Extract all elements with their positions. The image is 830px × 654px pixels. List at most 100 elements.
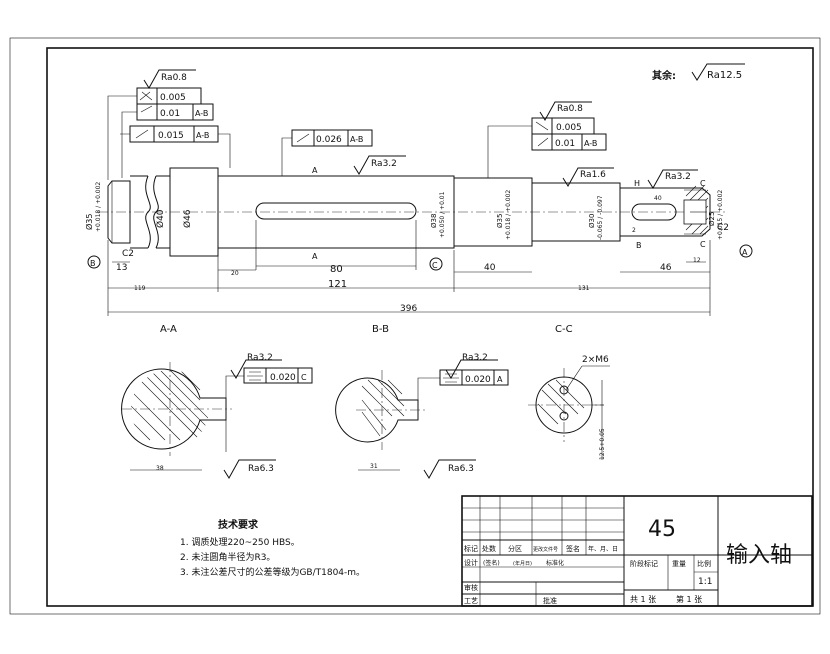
svg-text:121: 121 (328, 279, 347, 290)
svg-text:13: 13 (116, 263, 127, 273)
svg-text:0.01: 0.01 (160, 109, 180, 119)
rest-label: 其余: (652, 69, 676, 82)
note-2: 2. 未注圆角半径为R3。 (180, 551, 275, 563)
dia-38-tol: +0.050 / +0.01 (439, 191, 446, 238)
svg-text:396: 396 (400, 304, 417, 314)
dia-35r-tol: +0.018 / +0.002 (505, 190, 512, 240)
svg-text:分区: 分区 (508, 544, 522, 553)
svg-text:31: 31 (370, 463, 378, 470)
section-mark-h: H (634, 179, 640, 188)
section-aa-title: A-A (160, 324, 177, 335)
svg-text:38: 38 (156, 465, 164, 472)
notes-title: 技术要求 (218, 518, 259, 531)
svg-text:0.020: 0.020 (465, 375, 491, 385)
dia-46: Ø46 (182, 209, 193, 228)
svg-text:工艺: 工艺 (464, 597, 478, 605)
svg-text:Ra6.3: Ra6.3 (448, 464, 474, 474)
svg-text:Ra3.2: Ra3.2 (665, 172, 691, 182)
section-bb-title: B-B (372, 324, 389, 335)
dia-30: Ø30 (588, 214, 596, 228)
svg-text:更改文件号: 更改文件号 (533, 546, 558, 553)
svg-text:重量: 重量 (672, 560, 686, 568)
svg-text:批准: 批准 (543, 596, 557, 605)
svg-text:Ra1.6: Ra1.6 (580, 170, 606, 180)
svg-text:A-B: A-B (350, 135, 363, 144)
section-cc-view: 2×M6 12.5+0.05 (528, 355, 610, 460)
note-1: 1. 调质处理220~250 HBS。 (180, 536, 300, 548)
outer-border (9, 37, 821, 615)
dia-35r: Ø35 (496, 214, 504, 228)
dia-38: Ø38 (430, 214, 438, 228)
svg-text:0.005: 0.005 (556, 123, 582, 133)
section-mark-c-top: C (700, 179, 706, 188)
dia-left-tol: +0.018 / +0.002 (95, 182, 102, 232)
section-mark-a-bottom: A (312, 252, 318, 261)
gdt-left: Ra0.8 0.005 0.01 A-B 0.015 A-B (107, 69, 231, 180)
datum-b-letter: B (90, 259, 96, 268)
dia-25-tol: +0.015 / +0.002 (717, 190, 724, 240)
keyway (255, 202, 417, 220)
svg-text:131: 131 (578, 285, 590, 292)
svg-text:(年月日): (年月日) (513, 560, 532, 567)
svg-text:0.005: 0.005 (160, 93, 186, 103)
svg-text:0.020: 0.020 (270, 373, 296, 383)
svg-text:设计: 设计 (464, 558, 478, 567)
datum-c-letter: C (432, 261, 438, 270)
dia-40: Ø40 (155, 209, 166, 228)
svg-text:签名: 签名 (566, 544, 580, 553)
svg-text:A-B: A-B (196, 131, 209, 140)
section-bb-view: Ra3.2 0.020 A 31 Ra6.3 (335, 353, 509, 479)
datum-c-circle (429, 257, 443, 271)
svg-text:标记: 标记 (464, 544, 478, 553)
svg-text:0.01: 0.01 (555, 139, 575, 149)
gdt-right: Ra0.8 0.005 0.01 A-B Ra1.6 Ra3.2 (487, 101, 698, 189)
cc-dim: 12.5+0.05 (599, 428, 606, 460)
title-block: 标记 处数 分区 更改文件号 签名 年、月、日 设计 (签名) (年月日) 标准… (461, 495, 813, 607)
end-section-hatch (683, 185, 709, 235)
svg-text:0.015: 0.015 (158, 131, 184, 141)
svg-text:A: A (497, 375, 503, 384)
dimension-lines: 13 20 80 40 46 12 2 40 119 121 131 396 (107, 195, 711, 316)
material: 45 (648, 517, 676, 542)
dia-30-tol: -0.065 / -0.097 (597, 195, 604, 240)
svg-text:0.026: 0.026 (316, 135, 342, 145)
svg-text:(签名): (签名) (483, 559, 500, 567)
svg-text:Ra6.3: Ra6.3 (248, 464, 274, 474)
rest-ra: Ra12.5 (707, 70, 742, 81)
svg-text:20: 20 (231, 270, 239, 277)
datum-b-circle (87, 255, 101, 269)
svg-text:C: C (301, 373, 307, 382)
svg-text:处数: 处数 (482, 544, 496, 553)
dia-25: Ø25 (708, 212, 716, 226)
section-mark-c-bottom: C (700, 240, 706, 249)
chamfer-right: C2 (717, 223, 729, 233)
svg-text:A-B: A-B (584, 139, 597, 148)
datum-a-circle (739, 244, 753, 258)
section-mark-b: B (636, 241, 642, 250)
section-mark-a-top: A (312, 166, 318, 175)
note-3: 3. 未注公差尺寸的公差等级为GB/T1804-m。 (180, 566, 365, 578)
svg-text:年、月、日: 年、月、日 (588, 545, 618, 553)
svg-text:40: 40 (484, 263, 496, 273)
scale: 1:1 (698, 577, 712, 587)
svg-text:40: 40 (654, 195, 662, 202)
svg-text:2: 2 (632, 227, 636, 234)
svg-text:共 1 张: 共 1 张 (630, 595, 656, 604)
svg-text:第 1 张: 第 1 张 (676, 594, 702, 604)
technical-notes: 技术要求 1. 调质处理220~250 HBS。 2. 未注圆角半径为R3。 3… (180, 518, 365, 578)
svg-text:Ra3.2: Ra3.2 (462, 353, 488, 363)
svg-text:审核: 审核 (464, 583, 478, 592)
svg-text:46: 46 (660, 263, 672, 273)
svg-text:标准化: 标准化 (546, 559, 564, 567)
svg-text:80: 80 (330, 264, 343, 275)
svg-text:Ra3.2: Ra3.2 (247, 353, 273, 363)
holes-label: 2×M6 (582, 355, 609, 365)
svg-text:A-B: A-B (195, 109, 208, 118)
svg-text:Ra3.2: Ra3.2 (371, 159, 397, 169)
gdt-mid: 0.026 A-B Ra3.2 (281, 129, 406, 176)
diameter-labels: Ø35 +0.018 / +0.002 Ø40 Ø46 Ø38 +0.050 /… (84, 182, 724, 240)
inner-border (46, 47, 814, 607)
roughness-symbol (691, 63, 745, 81)
dia-left: Ø35 (84, 214, 94, 230)
